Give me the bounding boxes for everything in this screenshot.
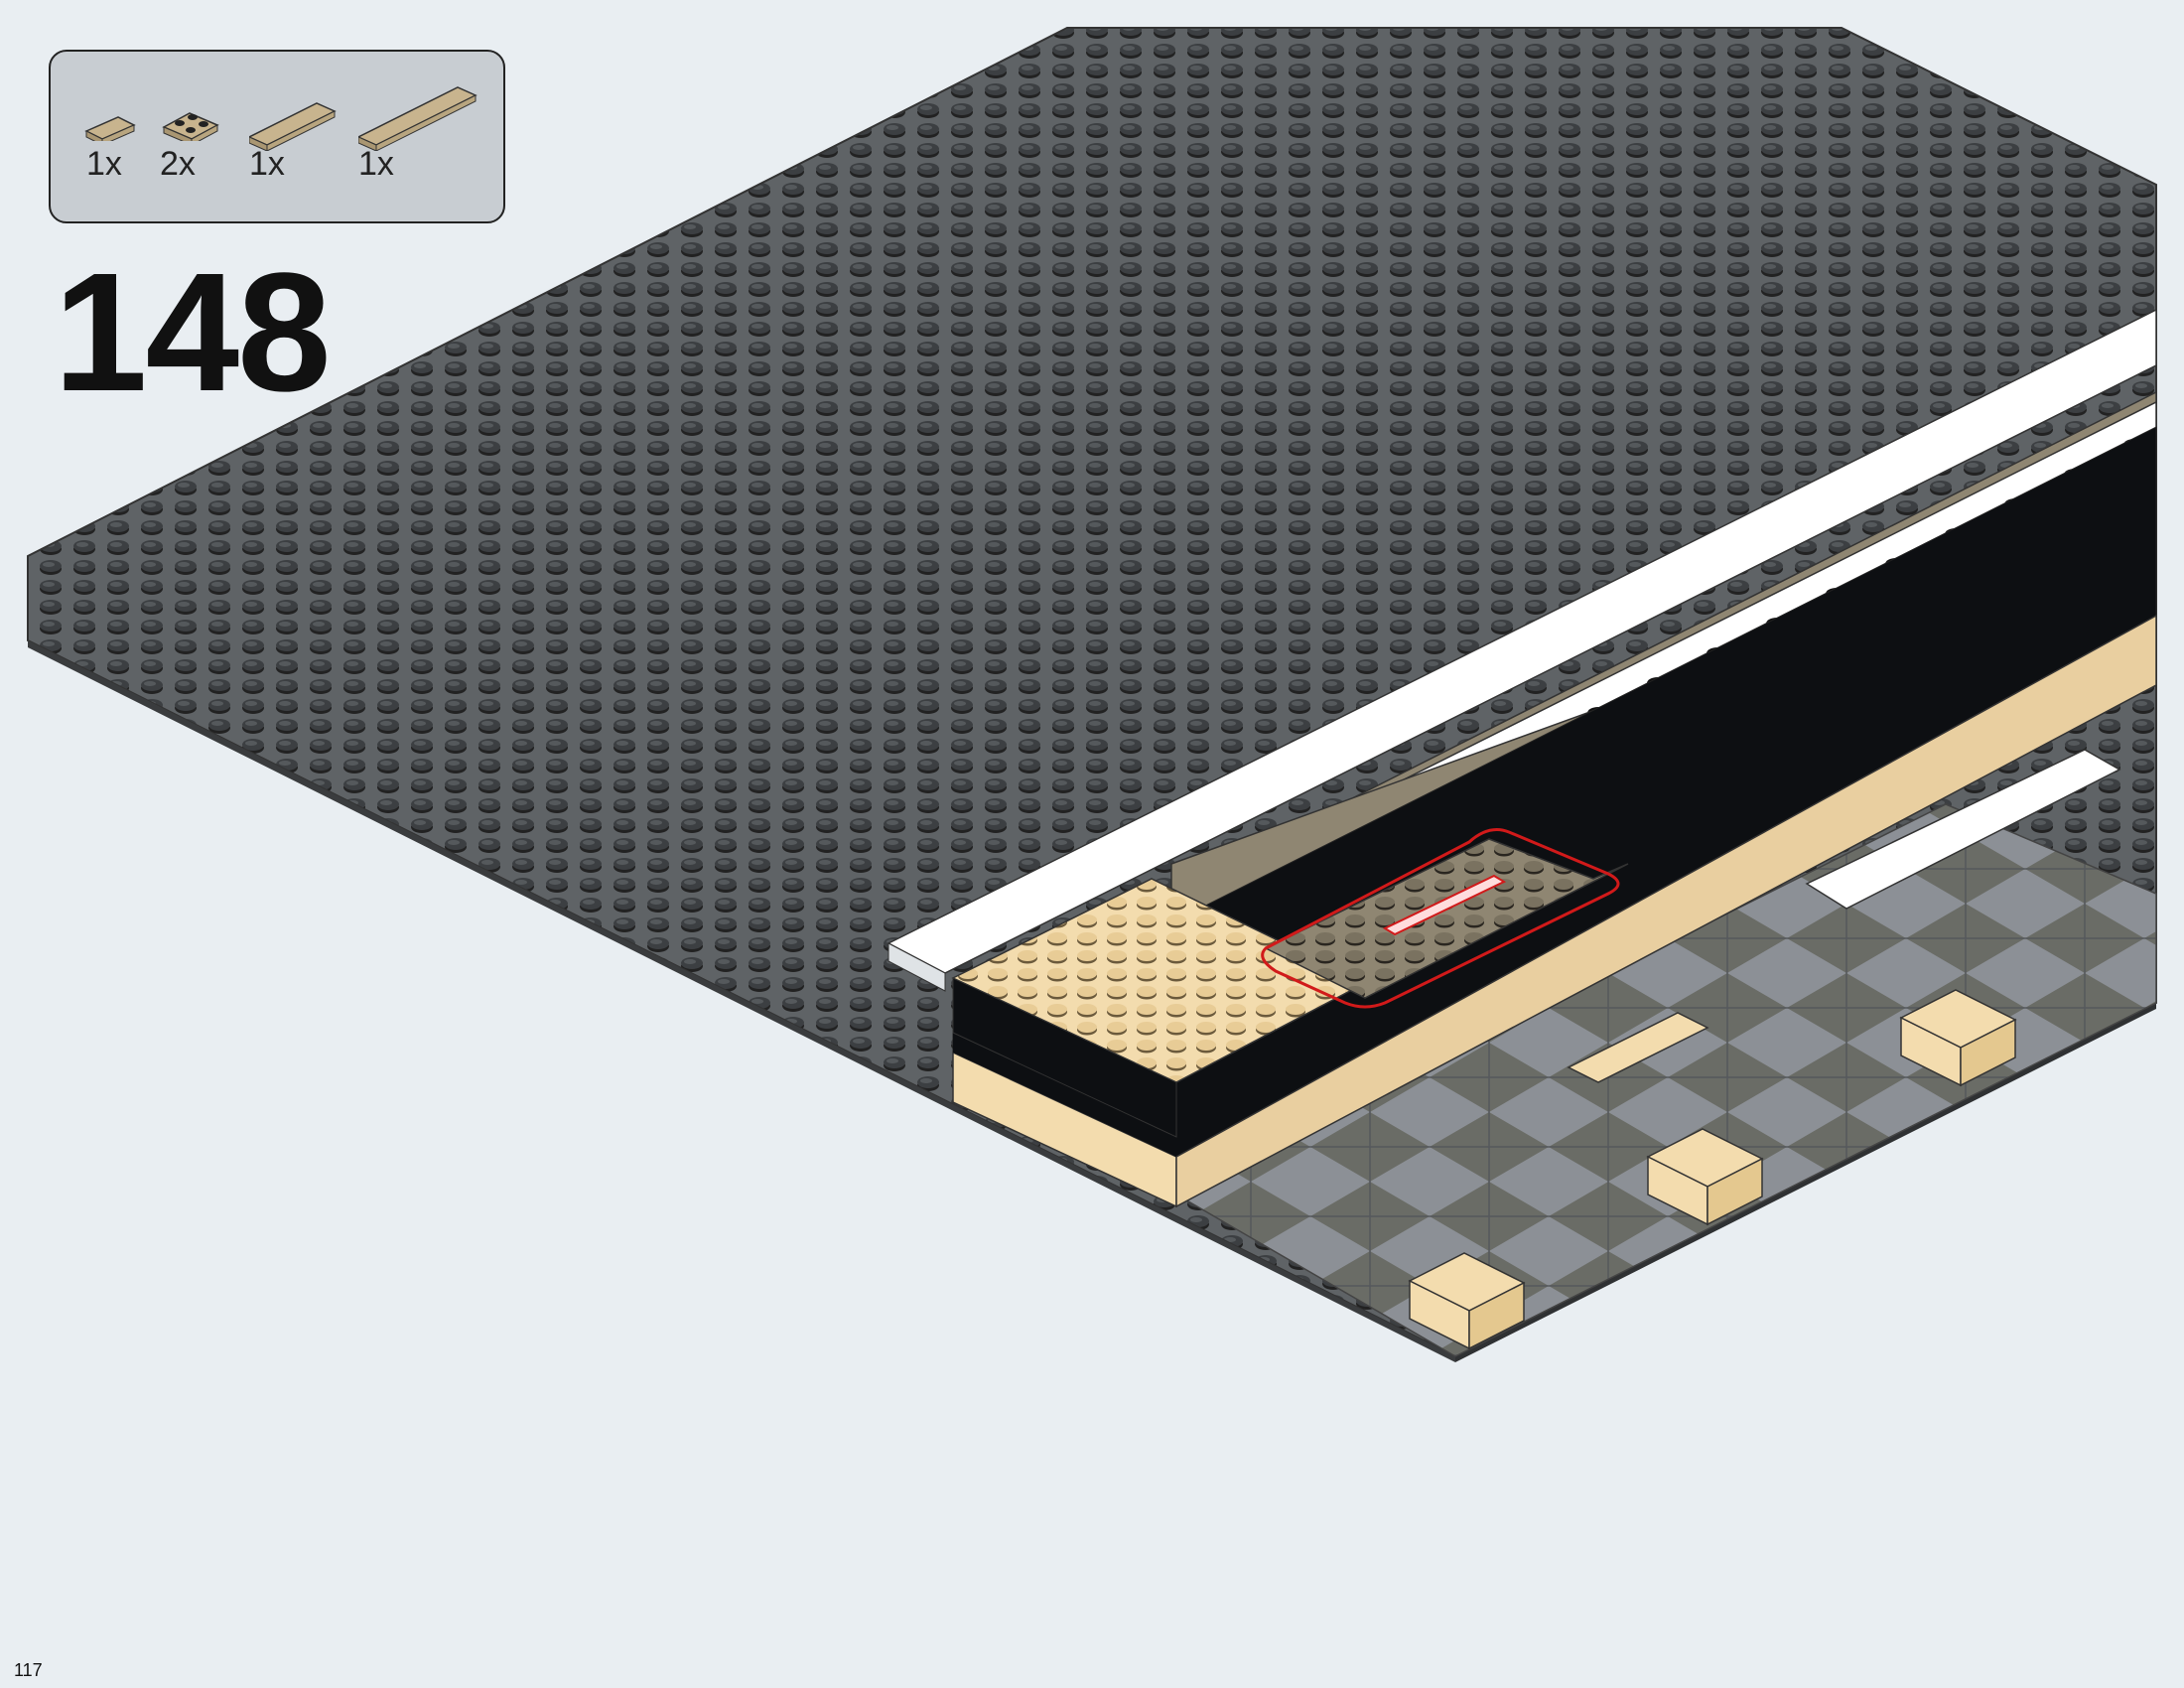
red-callout-outline [1261, 828, 1620, 1009]
part-quantity: 1x [86, 145, 122, 183]
parts-list-panel: 1x 2x 1x [49, 50, 505, 223]
new-parts-highlight [1261, 828, 1629, 1009]
tan-base-side [952, 614, 2157, 1208]
tan-tile-1x4-icon [249, 102, 337, 151]
tan-plate-floor [1567, 1012, 1709, 1083]
part-quantity: 1x [249, 145, 285, 183]
tan-brick-front [1408, 1252, 1526, 1350]
white-plate-lower [1805, 749, 2121, 910]
tan-plate-2x2-icon [162, 112, 219, 141]
page-number: 117 [14, 1660, 43, 1680]
step-number: 148 [54, 238, 332, 427]
part-item: 2x [160, 52, 229, 225]
tan-tile-1x6-icon [358, 86, 478, 151]
tan-brick-right [1899, 989, 2017, 1087]
tan-tile-1x2-icon [84, 116, 136, 141]
part-item: 1x [78, 52, 148, 225]
part-item: 1x [358, 52, 487, 225]
part-quantity: 1x [358, 145, 394, 183]
floor-tiles [1169, 803, 2157, 1357]
part-item: 1x [249, 52, 348, 225]
white-tile-strip [887, 308, 2157, 992]
tan-brick-middle [1646, 1128, 1764, 1226]
part-quantity: 2x [160, 145, 196, 183]
